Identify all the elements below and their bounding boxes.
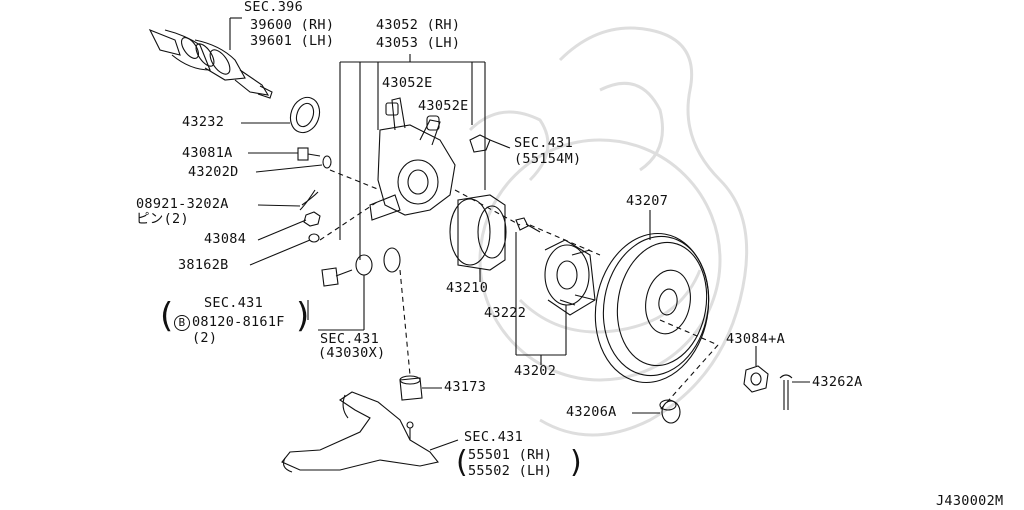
label-bolt-qty: (2)	[192, 330, 218, 346]
label-43262a: 43262A	[812, 374, 863, 390]
part-number-tail: 3	[477, 379, 487, 395]
washer-38162b	[249, 233, 320, 266]
steering-knuckle	[369, 97, 456, 221]
label-43207: 43207	[626, 193, 669, 209]
bolt-08120-8161f	[307, 267, 353, 320]
label-43084: 43084	[204, 231, 247, 247]
cotter-pin-43262a	[779, 374, 810, 410]
bracket-right: )	[296, 296, 310, 336]
label-43052e-top: 43052E	[382, 75, 433, 91]
hub-bearing	[449, 194, 507, 282]
bolt-43081a	[248, 147, 321, 161]
hub-nut	[743, 346, 769, 393]
cap-43206a	[632, 399, 681, 424]
washer-43202d	[255, 155, 332, 173]
cotter-pin	[257, 189, 319, 211]
label-pin-qty: ピン(2)	[136, 211, 189, 227]
brake-rotor	[594, 210, 710, 384]
label-43084-a: 43084+A	[726, 331, 785, 347]
label-43232: 43232	[182, 114, 225, 130]
label-39600-rh: 39600 (RH)	[250, 17, 335, 33]
label-55154m: (55154M)	[514, 151, 582, 167]
bushing-lower	[383, 247, 401, 273]
axle-hub	[544, 239, 596, 316]
label-43081a: 43081A	[182, 145, 233, 161]
drive-shaft	[148, 17, 273, 99]
hub-bolt-43222	[515, 217, 541, 233]
bushing-43030x	[318, 254, 373, 331]
bracket-arm-left: (	[456, 445, 468, 480]
label-43222: 43222	[484, 305, 527, 321]
leader-43202	[515, 232, 567, 365]
diagram-code: J430002M	[936, 493, 1004, 509]
highlighted-part-number[interactable]: 4317	[444, 379, 478, 395]
label-sec-431-arm: SEC.431	[464, 429, 523, 445]
label-43052e-mid: 43052E	[418, 98, 469, 114]
label-sec-431-bolt: SEC.431	[204, 295, 263, 311]
watermark-emblem	[468, 26, 749, 437]
oil-seal	[241, 96, 321, 134]
leader-43052	[339, 54, 486, 260]
label-43052-rh: 43052 (RH)	[376, 17, 461, 33]
label-43202d: 43202D	[188, 164, 239, 180]
wheel-speed-sensor	[469, 134, 511, 153]
label-sec-431-bushing: SEC.431	[320, 331, 379, 347]
label-08921-3202a: 08921-3202A	[136, 196, 229, 212]
label-55501-rh: 55501 (RH)	[468, 447, 553, 463]
label-43206a: 43206A	[566, 404, 617, 420]
bracket-left: (	[160, 296, 174, 336]
label-43173[interactable]: 43173	[444, 380, 486, 395]
label-39601-lh: 39601 (LH)	[250, 33, 335, 49]
nut-43084	[257, 211, 321, 241]
label-43210: 43210	[446, 280, 489, 296]
label-43202: 43202	[514, 363, 557, 379]
bracket-arm-right: )	[570, 445, 582, 480]
label-sec-431-sensor: SEC.431	[514, 135, 573, 151]
b-mark-icon: B	[174, 315, 190, 331]
lower-control-arm	[281, 391, 459, 473]
label-55502-lh: 55502 (LH)	[468, 463, 553, 479]
label-43030x: (43030X)	[318, 345, 386, 361]
bolt-code: 08120-8161F	[192, 314, 285, 330]
label-38162b: 38162B	[178, 257, 229, 273]
label-sec-396: SEC.396	[244, 0, 303, 15]
bushing-43173	[399, 375, 442, 401]
label-43053-lh: 43053 (LH)	[376, 35, 461, 51]
